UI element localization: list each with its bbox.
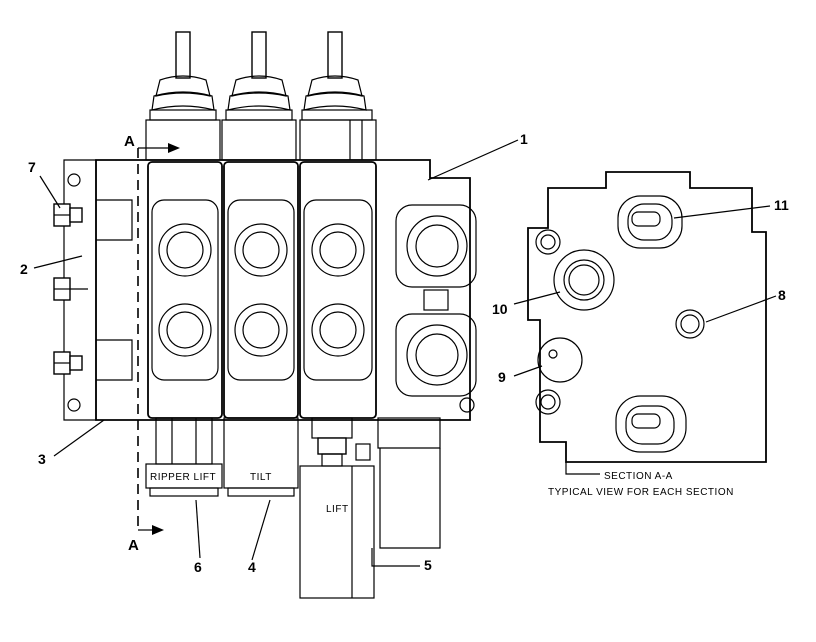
plate-boss-top <box>96 199 133 241</box>
callout-1: 1 <box>520 131 528 147</box>
section-outline <box>527 171 767 463</box>
lever-boot-1 <box>145 31 221 161</box>
callout-5: 5 <box>424 557 432 573</box>
cartridge-tilt <box>223 417 299 497</box>
lever-boot-2 <box>221 31 297 161</box>
leader-7 <box>39 175 61 209</box>
callout-7: 7 <box>28 159 36 175</box>
plate-boss-bottom <box>96 339 133 381</box>
section-marker-bottom: A <box>128 537 139 554</box>
valve-section-tilt <box>223 161 299 419</box>
mount-hole-bottom <box>67 398 81 412</box>
mount-hole-top <box>67 173 81 187</box>
body-hole <box>459 397 475 413</box>
label-tilt: TILT <box>250 472 272 483</box>
mounting-plate <box>63 159 97 421</box>
port-10 <box>553 249 615 311</box>
cartridge-ripper-lift <box>145 417 223 497</box>
leader-10 <box>513 291 561 305</box>
leader-2 <box>33 255 83 269</box>
section-marker-top: A <box>124 133 135 150</box>
valve-section-lift <box>299 161 377 419</box>
callout-3: 3 <box>38 451 46 467</box>
leader-4 <box>251 499 271 561</box>
plug-bottom-left <box>535 389 561 415</box>
valve-body <box>95 159 471 421</box>
section-aa-view: 11 8 10 9 SECTION A-A TYPICAL VIEW FOR E… <box>492 171 789 498</box>
section-arrow-top <box>138 143 180 153</box>
control-valve-assembly: A A RIPPER LIFT TILT LIFT 1 2 3 4 5 6 7 <box>20 31 528 599</box>
plug-top-left <box>535 229 561 255</box>
leader-9 <box>513 365 543 377</box>
leader-3 <box>53 419 105 457</box>
port-spacer <box>423 289 449 311</box>
leader-5 <box>371 548 420 567</box>
port-upper <box>395 204 477 288</box>
plug-8 <box>675 309 705 339</box>
leader-8 <box>705 295 777 323</box>
port-9 <box>537 337 583 383</box>
leader-1 <box>427 139 519 181</box>
bolt-middle <box>53 277 88 301</box>
section-arrow-bottom <box>138 525 164 535</box>
callout-6: 6 <box>194 559 202 575</box>
lower-slot-port <box>615 395 687 453</box>
leader-6 <box>195 499 201 559</box>
callout-2: 2 <box>20 261 28 277</box>
valve-section-ripper-lift <box>147 161 223 419</box>
label-ripper-lift: RIPPER LIFT <box>150 472 216 483</box>
callout-4: 4 <box>248 559 256 575</box>
bolt-bottom <box>53 351 83 375</box>
lever-boot-3 <box>299 31 377 161</box>
leader-11 <box>673 205 771 219</box>
section-subtitle: TYPICAL VIEW FOR EACH SECTION <box>548 487 734 498</box>
label-lift: LIFT <box>326 504 349 515</box>
bolt-top <box>53 203 83 227</box>
port-lower <box>395 313 477 397</box>
section-title: SECTION A-A <box>604 471 673 482</box>
callout-9: 9 <box>498 369 506 385</box>
section-title-leader <box>565 462 600 475</box>
callout-10: 10 <box>492 301 508 317</box>
upper-slot-port <box>617 195 683 249</box>
callout-8: 8 <box>778 287 786 303</box>
callout-11: 11 <box>774 197 789 213</box>
cartridge-lift <box>299 417 441 599</box>
